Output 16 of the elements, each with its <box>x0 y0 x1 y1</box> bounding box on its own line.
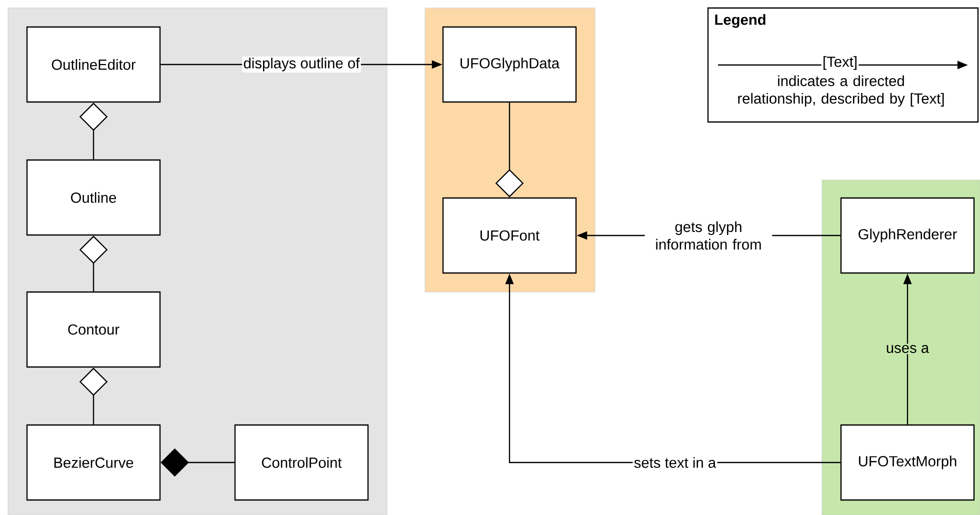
edge-label: sets text in a <box>634 457 716 468</box>
legend-title: Legend <box>715 14 766 28</box>
class-box: UFOTextMorph <box>840 424 975 501</box>
class-box: GlyphRenderer <box>840 197 975 274</box>
edge-label: gets glyph information from <box>656 221 761 250</box>
class-box: ControlPoint <box>234 424 369 501</box>
legend-sample-label: [Text] <box>824 56 856 70</box>
class-box: UFOFont <box>442 197 577 274</box>
edge-label: displays outline of <box>244 58 360 72</box>
edge-label: uses a <box>886 344 930 353</box>
class-box: OutlineEditor <box>26 26 161 103</box>
class-box: Outline <box>26 159 161 236</box>
class-box: UFOGlyphData <box>442 26 577 103</box>
legend-text: indicates a directed relationship, described by [Text] <box>738 75 944 107</box>
class-box: Contour <box>26 291 161 368</box>
class-box: BezierCurve <box>26 424 161 501</box>
